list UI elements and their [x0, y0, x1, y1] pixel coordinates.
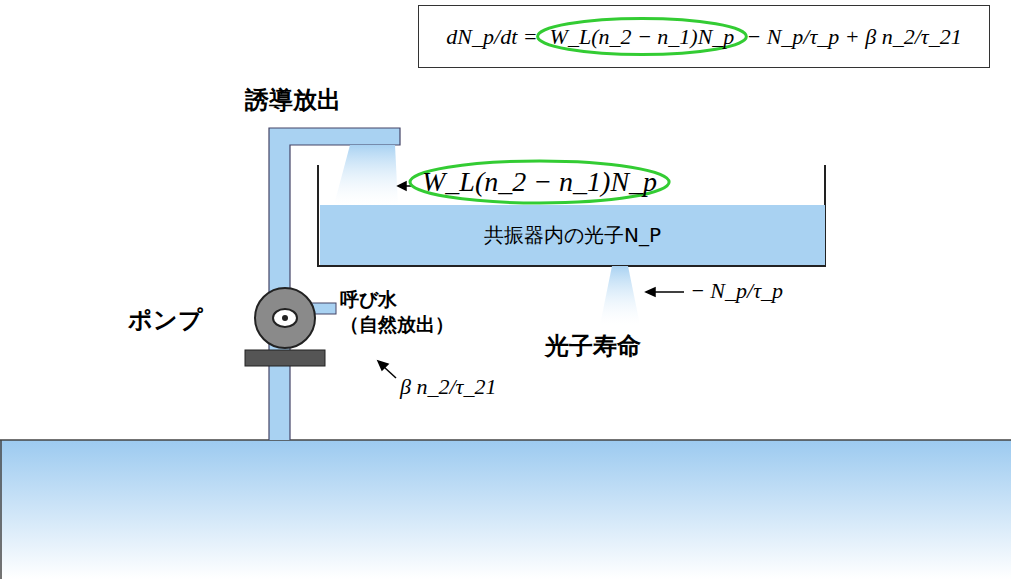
ground-water [0, 440, 1011, 579]
spontaneous-term: β n_2/τ_21 [400, 374, 496, 400]
pump-base [245, 350, 325, 366]
node-text: 共振器内の光子N_P [484, 222, 661, 249]
resonator-tank [318, 165, 825, 266]
photon-reservoir: 共振器内の光子N_P [320, 205, 825, 265]
pointer-arrow [384, 367, 396, 378]
highlight-ellipse [410, 161, 669, 203]
node-text: dN_p/dt = [446, 24, 537, 50]
photon-lifetime-label: 光子寿命 [545, 330, 641, 362]
loss-drip [600, 266, 640, 325]
water-edge [0, 440, 2, 579]
pipe [269, 128, 400, 440]
pump-axle [282, 315, 288, 321]
pump-label: ポンプ [128, 304, 203, 336]
spontaneous-label: 呼び水 （自然放出） [340, 287, 470, 336]
gain-term: W_L(n_2 − n_1)N_p [422, 166, 657, 198]
loss-term: − N_p/τ_p [690, 278, 783, 304]
pointer-arrow [654, 291, 684, 293]
stimulated-emission-label: 誘導放出 [245, 84, 341, 116]
node-text: − N_p/τ_p + β n_2/τ_21 [746, 24, 961, 50]
pump-body [255, 288, 315, 348]
pump-hub [273, 309, 297, 327]
arrow-head [646, 288, 655, 296]
highlight-ellipse [538, 19, 747, 55]
arrow-head [398, 182, 406, 190]
water-surface [0, 439, 1011, 441]
equation-box: dN_p/dt = W_L(n_2 − n_1)N_p − N_p/τ_p + β … [418, 5, 990, 68]
outlet-spray [334, 145, 398, 205]
node-text: W_L(n_2 − n_1)N_p [550, 24, 735, 50]
arrow-head [378, 361, 388, 370]
